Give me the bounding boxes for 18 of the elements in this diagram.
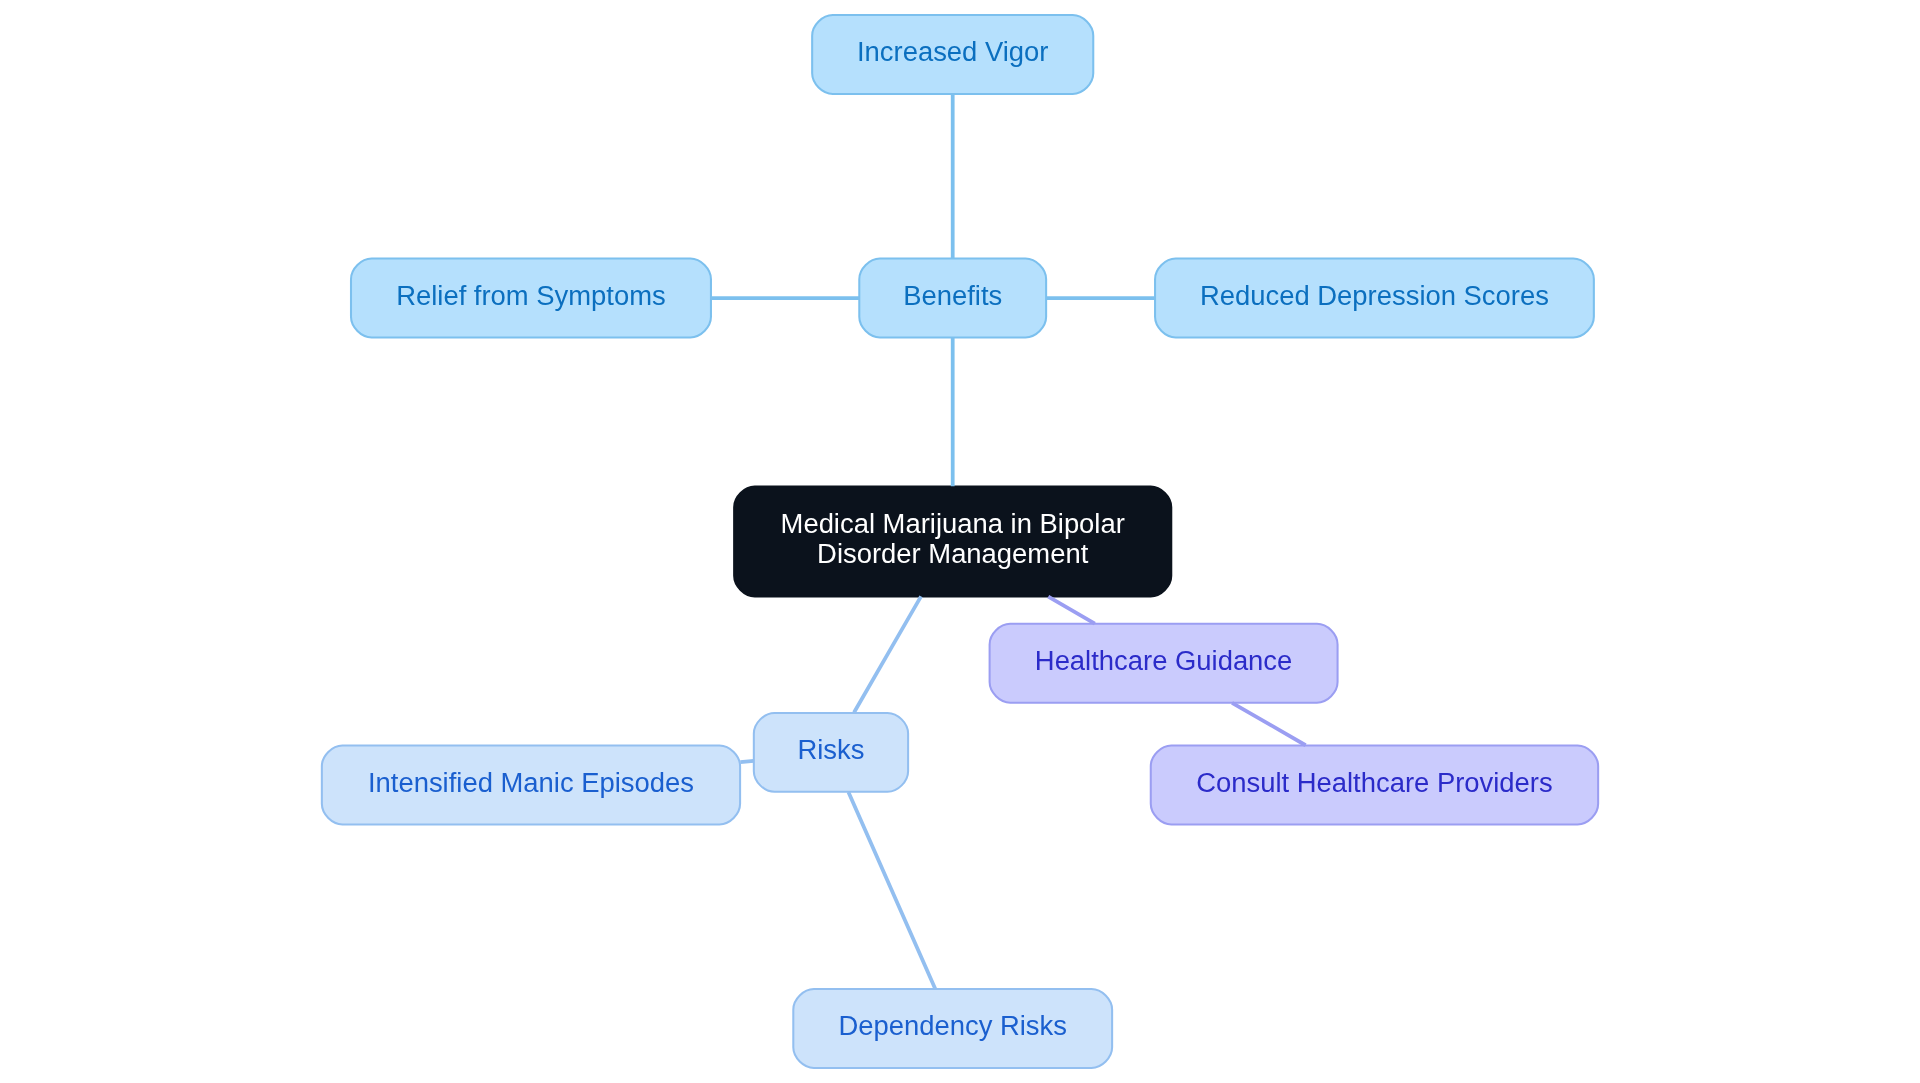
node-box: Benefits <box>858 257 1048 339</box>
node-box: Risks <box>752 711 910 793</box>
node-box: Increased Vigor <box>811 14 1095 95</box>
node-box: Relief from Symptoms <box>349 257 712 339</box>
connector <box>846 791 938 990</box>
connector <box>711 296 860 300</box>
node-box: Dependency Risks <box>792 988 1114 1069</box>
node-box: Consult Healthcare Providers <box>1149 744 1600 826</box>
connector <box>950 337 955 487</box>
connector <box>1231 701 1307 747</box>
connector <box>1046 296 1155 300</box>
connector <box>950 94 955 259</box>
node-box: Reduced Depression Scores <box>1154 257 1595 339</box>
connector <box>852 595 923 714</box>
node-box: Intensified Manic Episodes <box>320 744 742 826</box>
node-box: Healthcare Guidance <box>988 622 1339 704</box>
node-box: Medical Marijuana in Bipolar Disorder Management <box>733 485 1173 598</box>
connector <box>740 758 754 765</box>
